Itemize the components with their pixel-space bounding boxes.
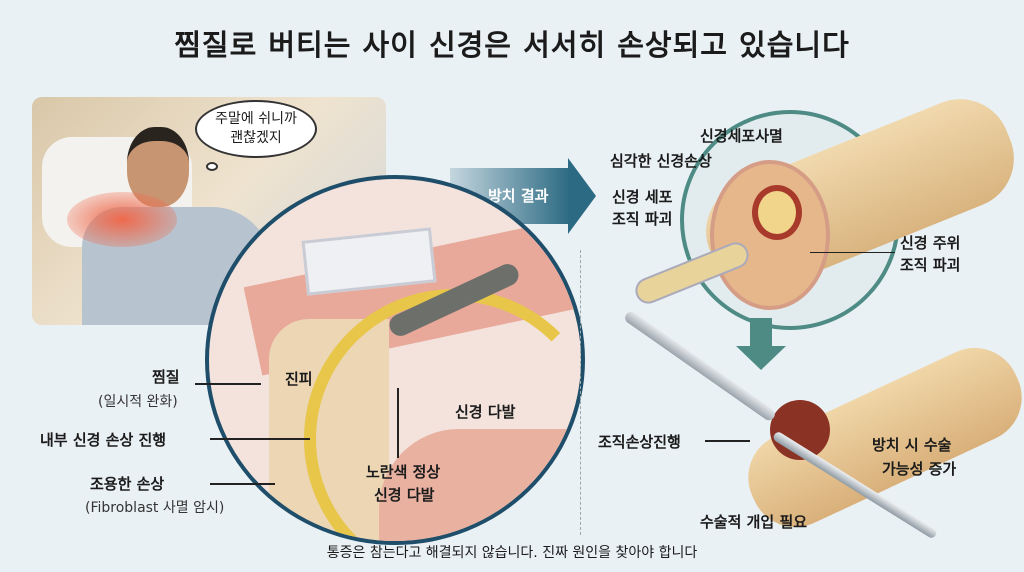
label-cell-tissue-1: 신경 세포 — [612, 188, 673, 206]
arrow-label: 방치 결과 — [488, 187, 549, 205]
down-arrow-shaft — [750, 318, 772, 348]
leader-line — [210, 438, 310, 440]
thought-line-2: 괜찮겠지 — [230, 130, 282, 146]
label-surgery-needed: 수술적 개입 필요 — [700, 513, 808, 531]
necrotic-core — [752, 185, 802, 240]
label-surgery-risk-2: 가능성 증가 — [882, 460, 957, 478]
label-yellow-nerve-2: 신경 다발 — [374, 486, 435, 504]
label-silent-damage: 조용한 손상 — [90, 475, 165, 493]
label-tissue-progress: 조직손상진행 — [598, 433, 681, 451]
label-severe-damage: 심각한 신경손상 — [610, 152, 712, 170]
label-surgery-risk-1: 방치 시 수술 — [872, 436, 952, 454]
leader-line — [705, 440, 750, 442]
label-cell-death: 신경세포사멸 — [700, 127, 783, 145]
thought-bubble: 주말에 쉬니까 괜찮겠지 — [195, 100, 317, 158]
label-heat-pack: 찜질 — [152, 368, 180, 386]
label-silent-damage-sub: (Fibroblast 사멸 암시) — [85, 500, 225, 516]
label-dermis: 진피 — [285, 370, 313, 388]
divider — [580, 250, 581, 535]
leader-line — [810, 252, 895, 253]
leader-line — [195, 383, 261, 385]
deep-tissue — [379, 429, 581, 541]
label-cell-tissue-2: 조직 파괴 — [612, 210, 673, 228]
label-heat-pack-sub: (일시적 완화) — [98, 394, 178, 410]
thought-dot — [206, 162, 218, 171]
down-arrow-head — [736, 346, 786, 370]
page-title: 찜질로 버티는 사이 신경은 서서히 손상되고 있습니다 — [174, 28, 850, 62]
thought-line-1: 주말에 쉬니까 — [215, 111, 297, 127]
label-internal-damage: 내부 신경 손상 진행 — [40, 431, 167, 449]
leader-line — [397, 388, 399, 458]
label-nerve-bundle: 신경 다발 — [455, 403, 516, 421]
leader-line — [210, 483, 275, 485]
footer-message: 통증은 참는다고 해결되지 않습니다. 진짜 원인을 찾아야 합니다 — [326, 545, 698, 561]
label-peri-tissue-1: 신경 주위 — [900, 234, 961, 252]
heat-pack-glow — [67, 192, 177, 247]
label-peri-tissue-2: 조직 파괴 — [900, 256, 961, 274]
label-yellow-nerve-1: 노란색 정상 — [366, 463, 441, 481]
